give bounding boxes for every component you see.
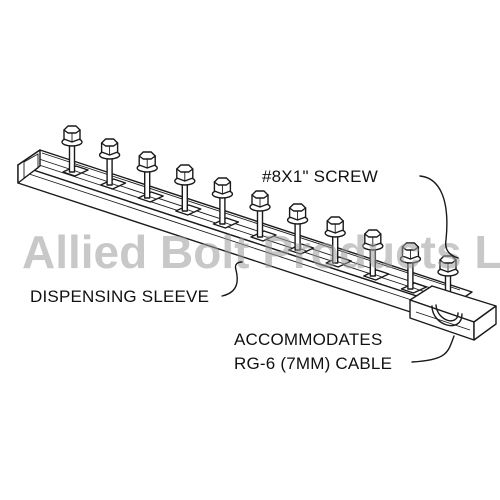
sleeve-label: DISPENSING SLEEVE bbox=[30, 287, 209, 306]
screw bbox=[324, 216, 346, 264]
screw bbox=[286, 203, 309, 251]
screw bbox=[136, 151, 158, 199]
cable-label-line1: ACCOMMODATES bbox=[234, 330, 382, 349]
watermark-text: Allied Bolt Products LLC bbox=[22, 226, 500, 278]
screw bbox=[211, 177, 234, 225]
screw-row bbox=[61, 125, 459, 303]
clip-row bbox=[62, 165, 465, 307]
screw bbox=[437, 255, 459, 303]
screw bbox=[61, 125, 83, 173]
screw-label: #8X1" SCREW bbox=[262, 167, 378, 186]
cable-label-line2: RG-6 (7MM) CABLE bbox=[234, 354, 392, 373]
sleeve-callout: DISPENSING SLEEVE bbox=[30, 261, 243, 306]
screw bbox=[174, 164, 196, 212]
cable-callout: ACCOMMODATES RG-6 (7MM) CABLE bbox=[234, 330, 455, 373]
screw bbox=[98, 138, 121, 186]
screw bbox=[362, 229, 384, 277]
screw-callout: #8X1" SCREW bbox=[262, 167, 459, 259]
dispensing-sleeve bbox=[17, 149, 473, 326]
cable-clip bbox=[409, 285, 497, 341]
screw bbox=[249, 190, 271, 238]
screw bbox=[399, 242, 422, 290]
